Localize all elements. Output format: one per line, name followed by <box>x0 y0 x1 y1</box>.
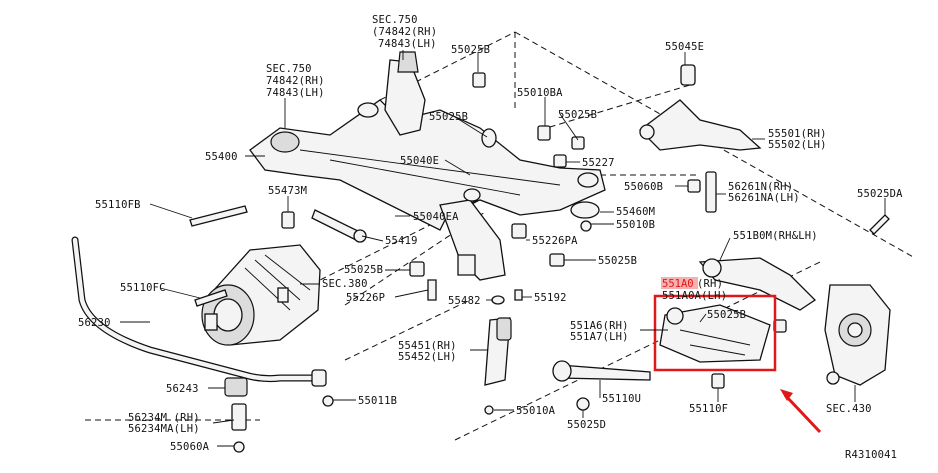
leader-lines <box>120 50 886 447</box>
label-56243: 56243 <box>166 383 199 395</box>
label-55110f: 55110F <box>689 403 728 415</box>
stabilizer-bar <box>71 236 334 453</box>
highlighted-part-number-bg <box>661 277 698 289</box>
highlighted-part-box <box>653 294 777 372</box>
label-56261na: 56261NA(LH) <box>728 192 800 204</box>
label-56230: 56230 <box>78 317 111 329</box>
label-55040e: 55040E <box>400 155 439 167</box>
label-sec750-left-lh: 74843(LH) <box>266 87 325 99</box>
rear-subframe <box>249 51 606 281</box>
label-sec380: SEC.380 <box>322 278 368 290</box>
label-55025b-4: 55025B <box>598 255 637 267</box>
label-55227: 55227 <box>582 157 615 169</box>
label-55400: 55400 <box>205 151 238 163</box>
label-55482: 55482 <box>448 295 481 307</box>
label-sec750-left: SEC.750 <box>266 63 312 75</box>
highlight-arrow-head <box>780 389 793 401</box>
label-551a0a: 551A0A(LH) <box>662 290 727 302</box>
label-sec750-top-lh: 74843(LH) <box>378 38 437 50</box>
label-56234ma: 56234MA(LH) <box>128 423 200 435</box>
label-55011b: 55011B <box>358 395 397 407</box>
label-55060b: 55060B <box>624 181 663 193</box>
label-55045e: 55045E <box>665 41 704 53</box>
label-55501: 55501(RH) <box>768 128 827 140</box>
label-55025b-6: 55025B <box>707 309 746 321</box>
label-55226pa: 55226PA <box>532 235 578 247</box>
label-55419: 55419 <box>385 235 418 247</box>
label-55110fc: 55110FC <box>120 282 166 294</box>
label-55025b-2: 55025B <box>429 111 468 123</box>
label-55502: 55502(LH) <box>768 139 827 151</box>
label-55025b-3: 55025B <box>558 109 597 121</box>
rear-knuckle <box>824 284 891 386</box>
label-551b0m: 551B0M(RH&LH) <box>733 230 818 242</box>
label-55010ba: 55010BA <box>517 87 563 99</box>
label-56234m: 56234M (RH) <box>128 412 200 424</box>
label-55110fb: 55110FB <box>95 199 141 211</box>
label-55473m: 55473M <box>268 185 307 197</box>
part-labels: SEC.750 (74842(RH) 74843(LH) SEC.750 748… <box>78 14 903 461</box>
label-55110u: 55110U <box>602 393 641 405</box>
label-sec750-left-rh: 74842(RH) <box>266 75 325 87</box>
highlight-arrow <box>783 393 822 434</box>
label-55025b-1: 55025B <box>451 44 490 56</box>
label-55010a: 55010A <box>516 405 556 417</box>
label-55226p: 55226P <box>346 292 385 304</box>
label-56261n: 56261N(RH) <box>728 181 793 193</box>
label-55060a: 55060A <box>170 441 210 453</box>
label-551a6: 551A6(RH) <box>570 320 629 332</box>
label-55040ea: 55040EA <box>413 211 459 223</box>
label-55452: 55452(LH) <box>398 351 457 363</box>
label-55460m: 55460M <box>616 206 655 218</box>
diagram-reference-id: R4310041 <box>845 449 897 461</box>
label-55025b-5: 55025B <box>344 264 383 276</box>
label-551a7: 551A7(LH) <box>570 331 629 343</box>
links-and-arms <box>311 99 817 386</box>
label-55025da: 55025DA <box>857 188 903 200</box>
label-sec750-top-rh: (74842(RH) <box>372 26 437 38</box>
label-551a0: 551A0 <box>662 278 694 290</box>
label-55025d: 55025D <box>567 419 606 431</box>
label-sec750-top: SEC.750 <box>372 14 418 26</box>
label-55451: 55451(RH) <box>398 340 457 352</box>
label-55010b: 55010B <box>616 219 655 231</box>
label-sec430: SEC.430 <box>826 403 872 415</box>
label-551a0-rh: (RH) <box>697 278 723 290</box>
label-55192: 55192 <box>534 292 567 304</box>
